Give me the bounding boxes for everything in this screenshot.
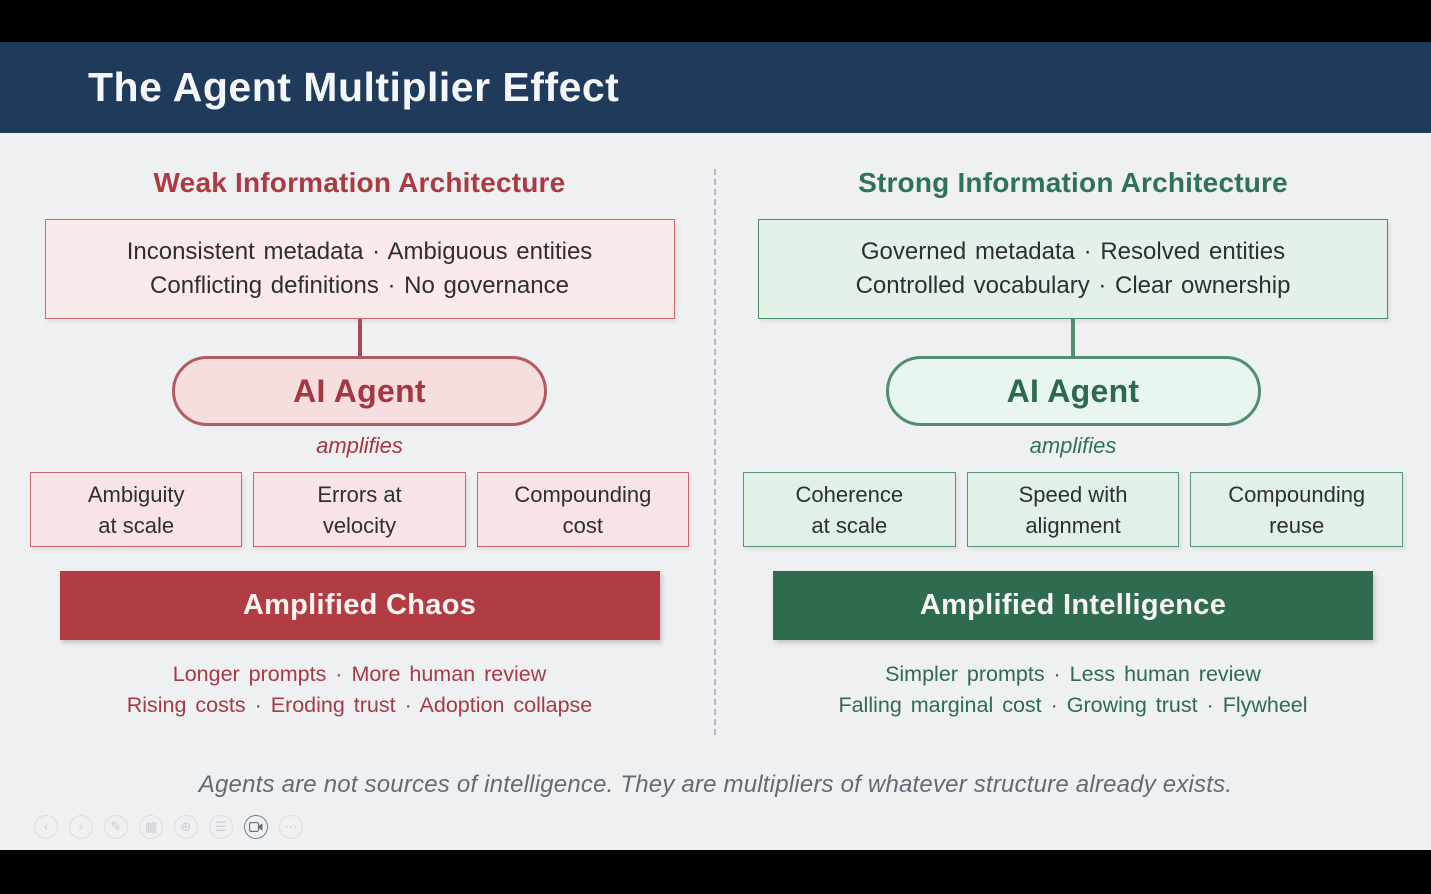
strong-outcomes: Simpler prompts · Less human review Fall… — [838, 659, 1307, 721]
zoom-button[interactable]: ⊕ — [174, 815, 198, 839]
weak-amplifies-label: amplifies — [316, 433, 403, 458]
pen-button[interactable]: ✎ — [104, 815, 128, 839]
previous-slide-icon: ‹ — [43, 819, 49, 835]
strong-connector-line — [1071, 319, 1075, 356]
weak-inputs-box: Inconsistent metadata · Ambiguous entiti… — [44, 219, 675, 319]
weak-outcomes: Longer prompts · More human review Risin… — [127, 659, 593, 721]
weak-inputs-line1: Inconsistent metadata · Ambiguous entiti… — [126, 238, 593, 265]
weak-inputs-line2: Conflicting definitions · No governance — [150, 272, 569, 299]
strong-effect-3-line1: Compounding — [1228, 481, 1366, 507]
strong-inputs-box: Governed metadata · Resolved entities Co… — [758, 219, 1388, 319]
weak-ai-agent-pill: AI Agent — [172, 356, 547, 426]
strong-effect-box-3: Compounding reuse — [1190, 472, 1404, 547]
strong-effect-2-line2: alignment — [1025, 512, 1121, 538]
weak-outcomes-line1: Longer prompts · More human review — [172, 662, 547, 686]
column-divider — [714, 169, 716, 735]
strong-architecture-column: Strong Information Architecture Governed… — [743, 167, 1404, 721]
strong-effect-3-line2: reuse — [1269, 512, 1325, 538]
camera-icon — [249, 822, 263, 832]
strong-inputs-line1: Governed metadata · Resolved entities — [860, 238, 1286, 265]
weak-effect-3-line2: cost — [562, 512, 603, 538]
weak-architecture-column: Weak Information Architecture Inconsiste… — [30, 167, 689, 721]
strong-amplifies-label: amplifies — [1029, 433, 1117, 458]
weak-effect-box-3: Compounding cost — [476, 472, 689, 547]
slide-header: The Agent Multiplier Effect — [0, 42, 1431, 133]
letterbox-bottom — [0, 850, 1431, 894]
grid-view-icon: ▦ — [144, 819, 158, 835]
strong-outcomes-line1: Simpler prompts · Less human review — [885, 662, 1261, 686]
strong-effect-2-line1: Speed with — [1018, 481, 1128, 507]
pen-icon: ✎ — [110, 819, 122, 835]
captions-icon: ☰ — [215, 819, 227, 835]
more-options-button[interactable]: ⋯ — [279, 815, 303, 839]
next-slide-button[interactable]: › — [69, 815, 93, 839]
strong-effect-1-line2: at scale — [811, 512, 888, 538]
letterbox-top — [0, 0, 1431, 42]
zoom-icon: ⊕ — [180, 819, 192, 835]
amplified-chaos-banner: Amplified Chaos — [59, 571, 660, 640]
strong-effect-box-1: Coherence at scale — [743, 472, 956, 547]
strong-column-heading: Strong Information Architecture — [858, 167, 1288, 198]
weak-connector-line — [357, 319, 362, 356]
strong-inputs-line2: Controlled vocabulary · Clear ownership — [855, 272, 1291, 299]
strong-ai-agent-pill: AI Agent — [885, 356, 1261, 426]
strong-effect-1-line1: Coherence — [795, 481, 904, 507]
weak-effect-2-line2: velocity — [322, 512, 397, 538]
weak-effect-2-line1: Errors at — [317, 481, 402, 507]
strong-effects-row: Coherence at scale Speed with alignment … — [743, 472, 1404, 547]
footer-takeaway: Agents are not sources of intelligence. … — [198, 771, 1233, 798]
weak-ai-agent-label: AI Agent — [293, 372, 426, 409]
weak-effect-1-line2: at scale — [98, 512, 175, 538]
weak-effect-3-line1: Compounding — [514, 481, 652, 507]
weak-effect-box-1: Ambiguity at scale — [30, 472, 243, 547]
strong-ai-agent-label: AI Agent — [1006, 372, 1140, 409]
presenter-toolbar: ‹ › ✎ ▦ ⊕ ☰ ⋯ — [34, 815, 303, 839]
grid-view-button[interactable]: ▦ — [139, 815, 163, 839]
weak-effect-1-line1: Ambiguity — [87, 481, 185, 507]
slide-body: Weak Information Architecture Inconsiste… — [0, 133, 1431, 850]
amplified-intelligence-banner: Amplified Intelligence — [773, 571, 1373, 640]
weak-effects-row: Ambiguity at scale Errors at velocity Co… — [30, 472, 689, 547]
weak-outcomes-line2: Rising costs · Eroding trust · Adoption … — [126, 693, 593, 717]
weak-effect-box-2: Errors at velocity — [253, 472, 466, 547]
captions-button[interactable]: ☰ — [209, 815, 233, 839]
weak-column-heading: Weak Information Architecture — [153, 167, 566, 198]
strong-outcomes-line2: Falling marginal cost · Growing trust · … — [838, 693, 1308, 717]
strong-effect-box-2: Speed with alignment — [966, 472, 1180, 547]
page-title: The Agent Multiplier Effect — [88, 64, 620, 110]
camera-button[interactable] — [244, 815, 268, 839]
more-options-icon: ⋯ — [284, 819, 298, 835]
next-slide-icon: › — [78, 819, 84, 835]
previous-slide-button[interactable]: ‹ — [34, 815, 58, 839]
